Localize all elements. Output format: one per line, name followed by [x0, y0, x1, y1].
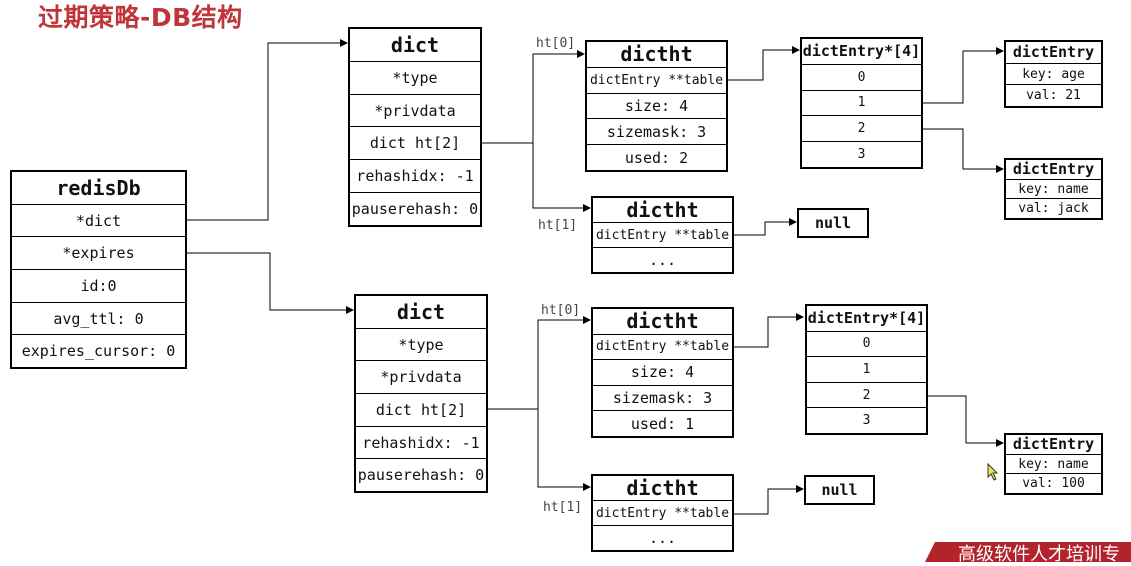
dict-field-privdata: *privdata — [350, 93, 480, 127]
dictentry-box-age: dictEntry key: age val: 21 — [1004, 40, 1103, 108]
dictht-field-ellipsis: ... — [593, 525, 732, 550]
dictentry-val: val: jack — [1006, 198, 1101, 218]
redisdb-header: redisDb — [56, 175, 141, 200]
dictht-box-ht1-2: dictht dictEntry **table ... — [591, 474, 734, 552]
dictentry-box-name-jack: dictEntry key: name val: jack — [1004, 158, 1103, 220]
redisdb-field-dict: *dict — [12, 203, 185, 237]
slot-0: 0 — [807, 330, 926, 357]
dictht-field-table: dictEntry **table — [593, 333, 732, 360]
arrow-dict — [186, 39, 348, 221]
null-box-1: null — [797, 208, 869, 238]
dictht-field-ellipsis: ... — [593, 247, 732, 272]
dictht-box-ht1-1: dictht dictEntry **table ... — [591, 196, 734, 274]
mouse-cursor-icon — [987, 463, 999, 481]
arrow-ht1-1 — [532, 143, 591, 212]
redisdb-field-avg-ttl: avg_ttl: 0 — [12, 301, 185, 335]
arrow-expires — [186, 252, 354, 314]
slot-1: 1 — [802, 89, 921, 116]
dict-field-type: *type — [356, 327, 486, 361]
dictentry-header: dictEntry — [1012, 160, 1095, 179]
arrow-table-1 — [727, 46, 800, 81]
dict-field-pauserehash: pauserehash: 0 — [356, 458, 486, 491]
dict-field-ht: dict ht[2] — [356, 393, 486, 426]
null-label: null — [821, 481, 858, 499]
arrow-slot2-2 — [927, 395, 1004, 447]
arrow-null-2 — [733, 485, 804, 515]
dictentry-key: key: age — [1006, 62, 1101, 85]
dictht-header: dictht — [626, 198, 699, 222]
dictht-field-table: dictEntry **table — [587, 66, 726, 93]
ht0-label: ht[0] — [536, 36, 576, 51]
dictentry-val: val: 100 — [1006, 473, 1101, 493]
arrow-table-2 — [733, 313, 804, 348]
dictentry-header: dictEntry — [1012, 435, 1095, 454]
redisdb-field-expires: *expires — [12, 236, 185, 269]
dict-box-2: dict *type *privdata dict ht[2] rehashid… — [354, 294, 488, 493]
redisdb-field-expires-cursor: expires_cursor: 0 — [12, 334, 185, 367]
slot-0: 0 — [802, 63, 921, 90]
dict-header: dict — [396, 299, 446, 324]
dictht-header: dictht — [626, 309, 699, 334]
dict-field-type: *type — [350, 60, 480, 94]
arrow-ht0-2 — [487, 316, 591, 410]
dictht-field-table: dictEntry **table — [593, 222, 732, 247]
slot-2: 2 — [807, 381, 926, 408]
arrow-ht1-2 — [537, 409, 591, 491]
dictentry-val: val: 21 — [1006, 84, 1101, 106]
dict-field-privdata: *privdata — [356, 360, 486, 393]
dict-field-rehashidx: rehashidx: -1 — [356, 425, 486, 459]
dictht-field-sizemask: sizemask: 3 — [593, 384, 732, 411]
dict-field-rehashidx: rehashidx: -1 — [350, 159, 480, 192]
dictht-box-ht0-1: dictht dictEntry **table size: 4 sizemas… — [585, 40, 728, 172]
arrow-ht0-1 — [481, 50, 585, 144]
arrow-null-1 — [733, 218, 797, 236]
dictht-field-table: dictEntry **table — [593, 500, 732, 525]
dictentry-header: dictEntry — [1012, 43, 1095, 62]
arrow-slot2-1 — [922, 128, 1004, 173]
dictht-header: dictht — [620, 42, 693, 67]
ht1-label: ht[1] — [538, 218, 578, 233]
dictht-field-used: used: 1 — [593, 410, 732, 436]
footer-text: 高级软件人才培训专 — [958, 544, 1120, 565]
redisdb-box: redisDb *dict *expires id:0 avg_ttl: 0 e… — [10, 170, 187, 369]
slot-3: 3 — [802, 141, 921, 167]
slot-3: 3 — [807, 407, 926, 433]
dictht-field-used: used: 2 — [587, 144, 726, 170]
dict-header: dict — [390, 32, 440, 57]
dictentry-array-box-2: dictEntry*[4] 0 1 2 3 — [805, 304, 928, 435]
dictht-field-size: size: 4 — [587, 92, 726, 119]
dictht-field-size: size: 4 — [593, 359, 732, 385]
ht0-label: ht[0] — [541, 303, 581, 318]
dict-field-pauserehash: pauserehash: 0 — [350, 192, 480, 225]
arrow-slot1-1 — [922, 47, 1004, 104]
dictentry-array-header: dictEntry*[4] — [807, 309, 926, 328]
dictht-box-ht0-2: dictht dictEntry **table size: 4 sizemas… — [591, 307, 734, 438]
null-label: null — [814, 214, 852, 232]
dictentry-array-header: dictEntry*[4] — [802, 42, 921, 61]
ht1-label: ht[1] — [543, 500, 583, 515]
page-title: 过期策略-DB结构 — [38, 3, 243, 32]
null-box-2: null — [804, 475, 875, 505]
dictentry-key: key: name — [1006, 453, 1101, 474]
dictentry-box-name-100: dictEntry key: name val: 100 — [1004, 433, 1103, 495]
dictentry-key: key: name — [1006, 178, 1101, 199]
dictht-header: dictht — [626, 476, 699, 500]
dict-box-1: dict *type *privdata dict ht[2] rehashid… — [348, 27, 482, 227]
slot-2: 2 — [802, 115, 921, 141]
redisdb-field-id: id:0 — [12, 269, 185, 302]
dictentry-array-box-1: dictEntry*[4] 0 1 2 3 — [800, 37, 923, 169]
dictht-field-sizemask: sizemask: 3 — [587, 118, 726, 144]
slot-1: 1 — [807, 356, 926, 382]
dict-field-ht: dict ht[2] — [350, 126, 480, 159]
